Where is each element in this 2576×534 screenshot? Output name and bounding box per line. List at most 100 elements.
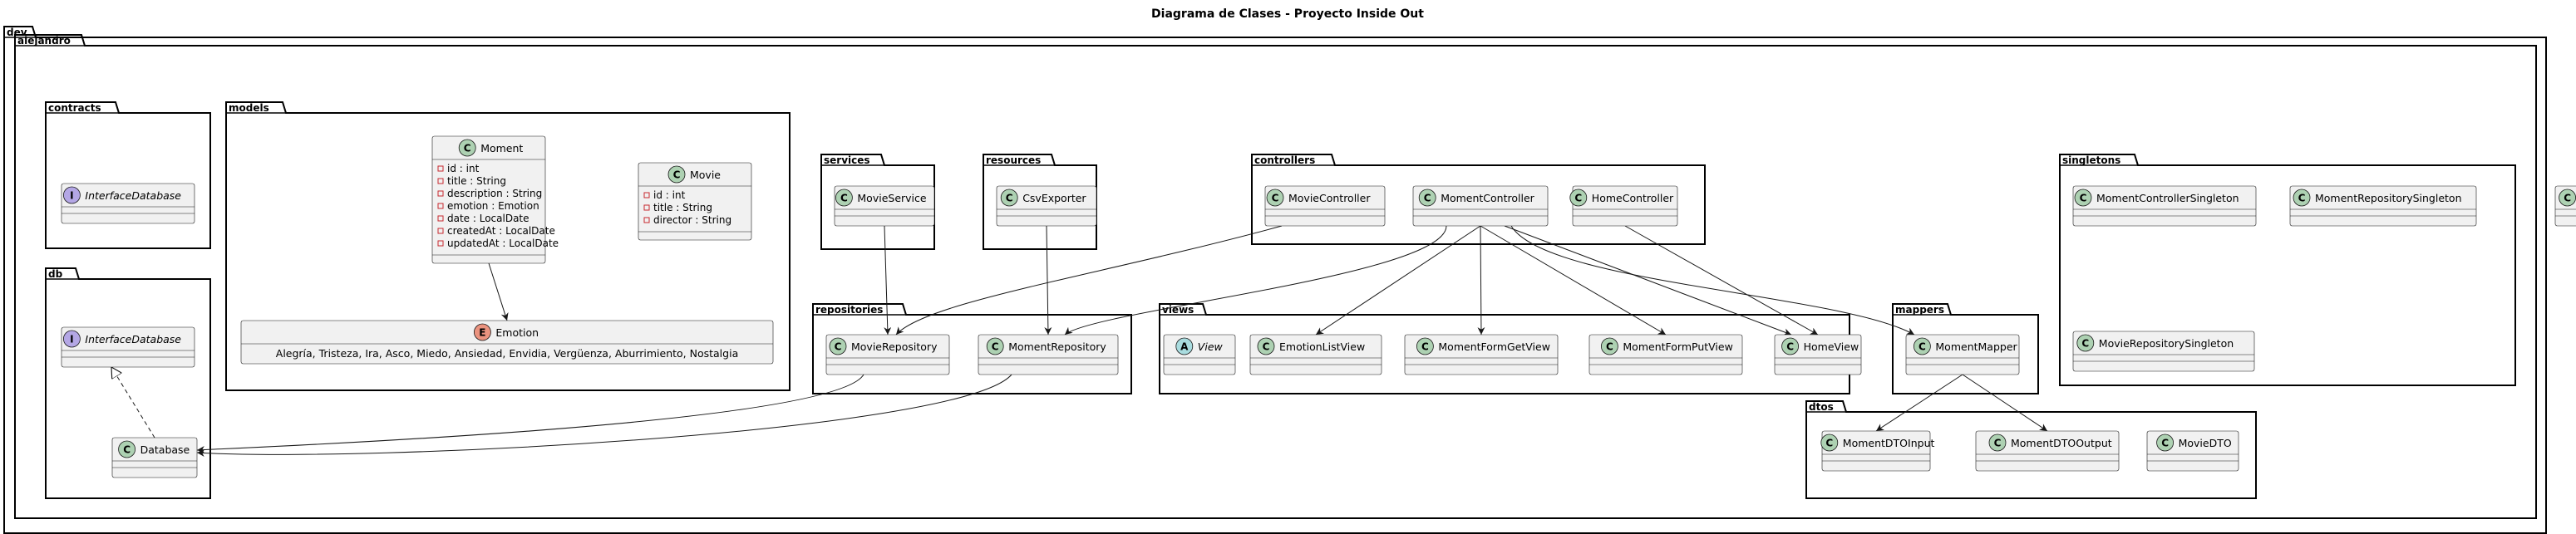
package-resources-label: resources bbox=[986, 154, 1041, 166]
class-app[interactable]: CApp bbox=[2554, 185, 2576, 227]
private-visibility-icon bbox=[643, 217, 650, 223]
class-name: Database bbox=[140, 443, 190, 456]
attribute-text: emotion : Emotion bbox=[447, 200, 539, 212]
attribute-text: date : LocalDate bbox=[447, 213, 529, 224]
class-home-view[interactable]: C HomeView bbox=[1774, 334, 1862, 375]
private-visibility-icon bbox=[437, 228, 444, 234]
package-alejandro-label: alejandro bbox=[17, 35, 71, 47]
svg-text:C: C bbox=[1272, 193, 1279, 204]
svg-text:C: C bbox=[2161, 438, 2169, 449]
private-visibility-icon bbox=[437, 240, 444, 247]
enum-values: Alegría, Tristeza, Ira, Asco, Miedo, Ans… bbox=[276, 347, 738, 360]
class-name: MomentDTOOutput bbox=[2011, 437, 2112, 449]
class-badge-icon: C bbox=[1988, 434, 2007, 452]
class-name: MomentRepository bbox=[1008, 340, 1106, 353]
class-name: CsvExporter bbox=[1022, 192, 1086, 204]
enum-badge-icon: E bbox=[474, 323, 491, 341]
svg-text:C: C bbox=[1825, 438, 1833, 449]
class-name: MovieController bbox=[1288, 192, 1371, 204]
svg-text:C: C bbox=[464, 143, 471, 154]
private-visibility-icon bbox=[643, 204, 650, 211]
svg-text:C: C bbox=[1994, 438, 2002, 449]
class-badge-icon: C bbox=[1266, 189, 1284, 207]
class-badge-icon: C bbox=[2293, 189, 2311, 207]
attribute-text: description : String bbox=[447, 188, 542, 199]
svg-text:C: C bbox=[840, 193, 848, 204]
package-mappers-label: mappers bbox=[1895, 304, 1944, 316]
relation-home-controller-to-home-view bbox=[1624, 225, 1819, 336]
class-badge-icon: C bbox=[2559, 189, 2576, 207]
class-badge-icon: C bbox=[1569, 189, 1588, 207]
class-moment-mapper[interactable]: C MomentMapper bbox=[1905, 334, 2020, 375]
class-name: Emotion bbox=[495, 326, 539, 339]
package-models: models bbox=[225, 101, 791, 391]
class-name: EmotionListView bbox=[1279, 340, 1365, 353]
class-badge-icon: C bbox=[1781, 337, 1800, 355]
class-name: InterfaceDatabase bbox=[85, 333, 181, 345]
class-name: View bbox=[1198, 340, 1224, 353]
svg-text:C: C bbox=[2298, 193, 2306, 204]
class-name: HomeView bbox=[1804, 340, 1859, 353]
package-controllers: controllers bbox=[1251, 154, 1706, 245]
private-visibility-icon bbox=[437, 190, 444, 197]
package-controllers-label: controllers bbox=[1254, 154, 1315, 166]
package-repositories-label: repositories bbox=[815, 304, 883, 316]
class-badge-icon: C bbox=[1913, 337, 1931, 355]
class-badge-icon: C bbox=[1601, 337, 1618, 355]
class-name: MovieRepositorySingleton bbox=[2099, 337, 2234, 350]
class-badge-icon: C bbox=[458, 139, 476, 157]
class-name: MomentFormPutView bbox=[1623, 340, 1732, 353]
class-csv-exporter[interactable]: C CsvExporter bbox=[996, 185, 1097, 227]
svg-text:C: C bbox=[992, 341, 999, 353]
package-singletons: singletons bbox=[2059, 154, 2516, 386]
private-visibility-icon bbox=[437, 178, 444, 184]
relation-moment-controller-to-moment-mapper bbox=[1510, 225, 1915, 336]
class-badge-icon: C bbox=[2076, 334, 2095, 352]
class-name: MomentController bbox=[1441, 192, 1534, 204]
package-views: views bbox=[1159, 303, 1850, 394]
class-name: MovieRepository bbox=[851, 340, 938, 353]
relation-moment-controller-to-home-view bbox=[1504, 225, 1792, 336]
attribute-text: createdAt : LocalDate bbox=[447, 225, 555, 237]
class-movie-controller[interactable]: C MovieController bbox=[1264, 185, 1386, 227]
package-services-label: services bbox=[824, 154, 870, 166]
class-movie-repository-singleton[interactable]: C MovieRepositorySingleton bbox=[2072, 331, 2255, 372]
relation-moment-controller-to-moment-form-put-view bbox=[1480, 225, 1667, 336]
class-moment-repository[interactable]: C MomentRepository bbox=[978, 334, 1119, 375]
svg-text:C: C bbox=[1006, 193, 1013, 204]
package-dtos: dtos bbox=[1805, 400, 2257, 499]
attribute-text: director : String bbox=[653, 214, 731, 226]
class-moment-form-put-view[interactable]: C MomentFormPutView bbox=[1588, 334, 1743, 375]
package-dtos-label: dtos bbox=[1809, 401, 1834, 413]
relation-moment-to-emotion bbox=[488, 262, 509, 321]
svg-text:C: C bbox=[2080, 193, 2087, 204]
package-alejandro: alejandro bbox=[14, 34, 2537, 519]
svg-text:C: C bbox=[1574, 193, 1582, 204]
class-name: Moment bbox=[480, 142, 523, 154]
class-badge-icon: C bbox=[2074, 189, 2092, 207]
class-name: MomentMapper bbox=[1935, 340, 2017, 353]
relation-moment-controller-to-moment-form-get-view bbox=[1477, 225, 1485, 336]
class-moment-dto-output[interactable]: C MomentDTOOutput bbox=[1975, 430, 2120, 472]
class-badge-icon: C bbox=[667, 165, 686, 184]
svg-text:E: E bbox=[479, 327, 485, 339]
svg-text:C: C bbox=[1606, 341, 1613, 353]
